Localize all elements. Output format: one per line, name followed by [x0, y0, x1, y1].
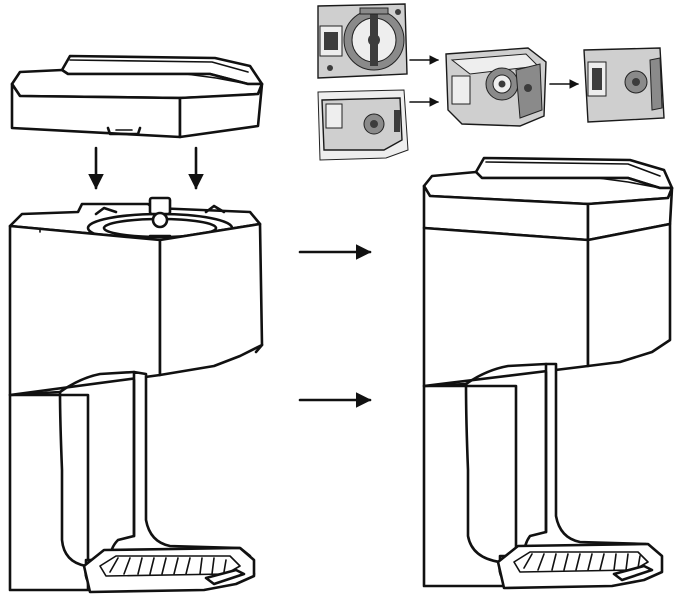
- open-unit: [8, 196, 264, 594]
- photo-lid-closed: [583, 47, 665, 123]
- tray-grille-right: [523, 553, 641, 571]
- photo-mechanism-top: [317, 3, 408, 79]
- tray-grille-left: [109, 557, 227, 575]
- assembled-unit: [422, 156, 674, 590]
- lid: [10, 54, 264, 139]
- photo-lid-underside: [317, 89, 409, 161]
- photo-lid-placing: [445, 47, 547, 127]
